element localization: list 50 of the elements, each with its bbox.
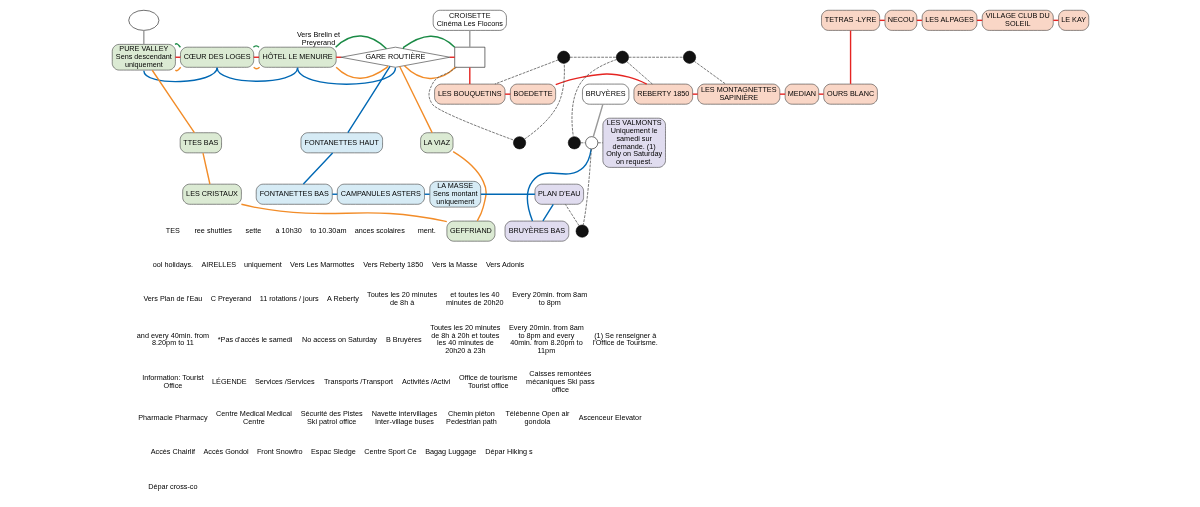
connector xyxy=(503,93,511,95)
connector xyxy=(693,60,726,85)
connector xyxy=(403,64,456,80)
connector xyxy=(523,63,565,140)
node-circle xyxy=(567,136,581,150)
connector xyxy=(582,148,592,226)
connector xyxy=(142,67,218,83)
connector xyxy=(451,151,487,222)
connector xyxy=(569,56,617,58)
node-ellipse xyxy=(127,10,159,31)
connector xyxy=(849,29,851,85)
connector xyxy=(592,103,604,138)
connector xyxy=(468,66,470,85)
connector xyxy=(579,142,586,144)
connector xyxy=(296,67,396,85)
connector xyxy=(817,93,824,95)
connector xyxy=(625,61,653,85)
connector xyxy=(597,142,603,144)
connector xyxy=(173,43,181,48)
connector xyxy=(526,148,592,222)
connector xyxy=(691,93,698,95)
node-circle xyxy=(682,50,696,64)
connector xyxy=(240,203,447,223)
connector xyxy=(201,152,211,185)
node-circle xyxy=(615,50,629,64)
connector xyxy=(479,193,536,195)
connector xyxy=(398,65,433,134)
connector xyxy=(494,59,559,85)
connector xyxy=(554,73,647,86)
connector xyxy=(564,204,579,227)
node-box xyxy=(453,46,485,68)
connector xyxy=(571,59,617,137)
connector xyxy=(402,35,455,50)
connector xyxy=(334,35,387,50)
connector xyxy=(541,203,554,222)
node-circle xyxy=(556,50,570,64)
node-circle xyxy=(584,136,598,150)
connector xyxy=(778,93,786,95)
connector xyxy=(468,29,470,48)
connector xyxy=(346,65,391,134)
connector xyxy=(151,69,195,134)
connector xyxy=(334,64,388,79)
node-circle xyxy=(575,224,589,238)
connector xyxy=(252,45,260,48)
connector xyxy=(302,152,333,185)
connector xyxy=(428,66,514,141)
connector xyxy=(627,56,684,58)
connector xyxy=(142,29,145,45)
connector xyxy=(174,66,181,72)
node-circle xyxy=(512,136,526,150)
